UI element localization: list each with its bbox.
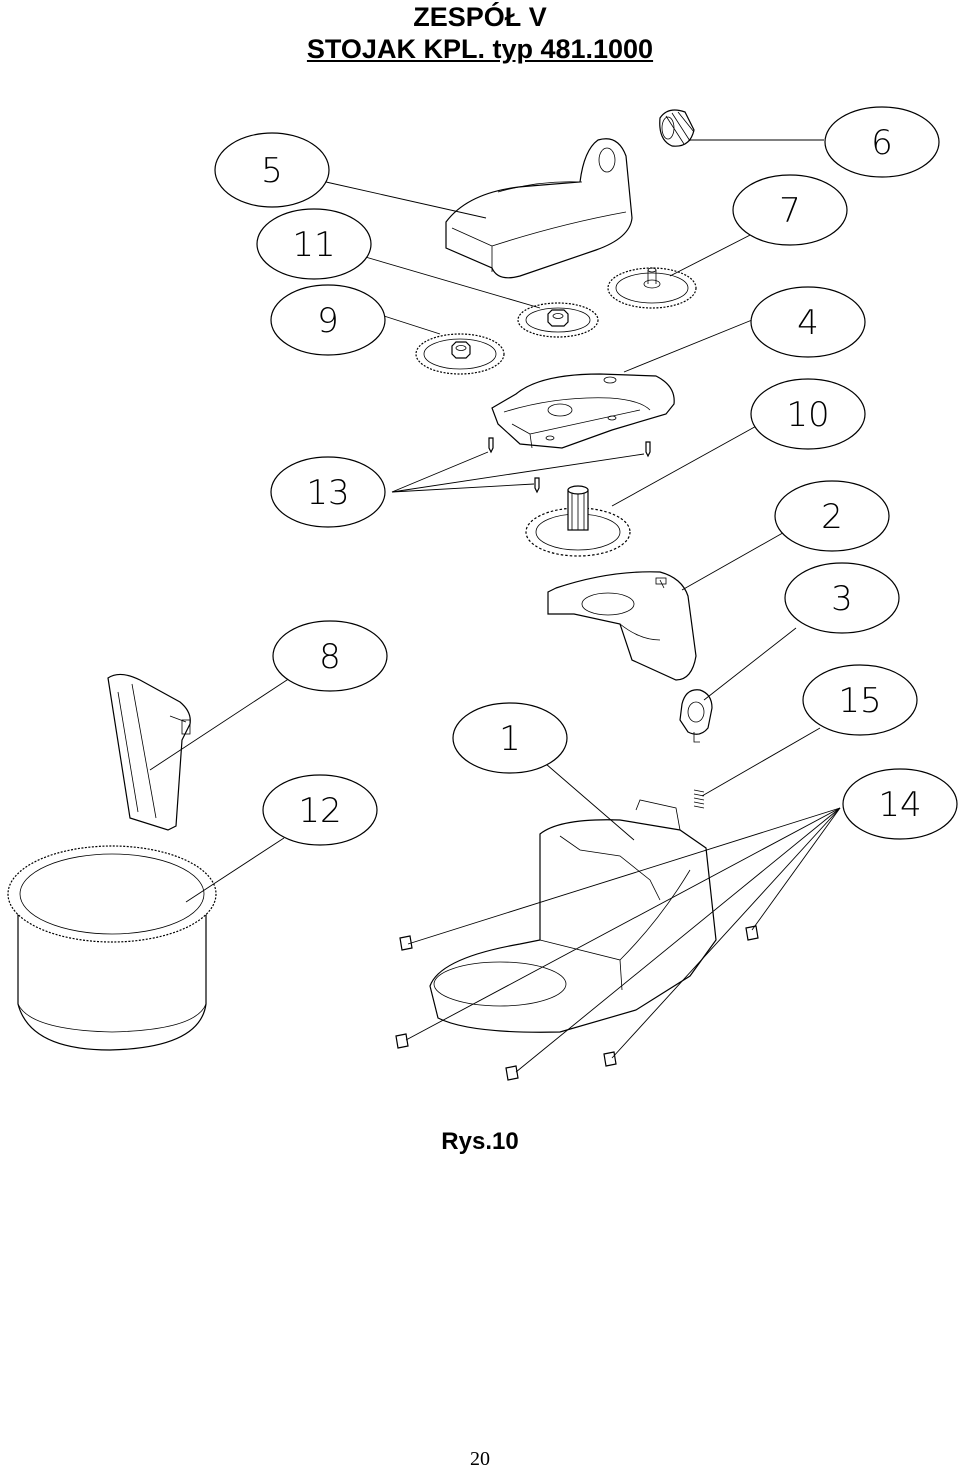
- callout-10: 10: [750, 378, 866, 450]
- callout-7: 7: [732, 174, 848, 246]
- callout-12-label: 12: [298, 791, 341, 831]
- part-5-head-housing: [445, 138, 633, 279]
- part-13-screws: [488, 437, 651, 494]
- callout-5: 5: [214, 132, 330, 208]
- callout-3: 3: [784, 562, 900, 634]
- callout-12: 12: [262, 774, 378, 846]
- leader-lines: [149, 139, 841, 1073]
- part-10-ring-gear: [525, 485, 631, 557]
- callout-1-label: 1: [499, 719, 521, 759]
- part-11-gear: [517, 302, 599, 338]
- callout-13-label: 13: [306, 473, 349, 513]
- callout-6: 6: [824, 106, 940, 178]
- callout-14: 14: [842, 768, 958, 840]
- callout-9: 9: [270, 284, 386, 356]
- part-3-latch: [679, 689, 713, 743]
- figure-caption: Rys.10: [441, 1128, 519, 1155]
- part-9-gear: [415, 333, 505, 375]
- callout-5-label: 5: [261, 151, 283, 191]
- diagram-subtitle: STOJAK KPL. typ 481.1000: [306, 34, 654, 64]
- part-15-spring: [693, 789, 705, 809]
- part-4-gear-housing: [491, 373, 675, 449]
- callout-15-label: 15: [838, 681, 881, 721]
- callout-10-label: 10: [786, 395, 829, 435]
- part-6-knob: [659, 109, 695, 147]
- callout-14-label: 14: [878, 785, 921, 825]
- page-number: 20: [470, 1448, 490, 1470]
- part-1-stand-base: [429, 799, 717, 1033]
- callout-2: 2: [774, 480, 890, 552]
- part-14-feet: [395, 925, 759, 1081]
- callout-4: 4: [750, 286, 866, 358]
- callout-6-label: 6: [871, 123, 893, 163]
- diagram-title: ZESPÓŁ V: [413, 2, 547, 32]
- part-2-stand-cover: [547, 571, 697, 681]
- callout-8: 8: [272, 620, 388, 692]
- callout-3-label: 3: [831, 579, 853, 619]
- callout-13: 13: [270, 456, 386, 528]
- callout-11-label: 11: [292, 225, 335, 265]
- part-12-bowl: [7, 845, 217, 1051]
- callout-8-label: 8: [319, 637, 341, 677]
- callout-4-label: 4: [797, 303, 819, 343]
- callout-2-label: 2: [821, 497, 843, 537]
- callout-11: 11: [256, 208, 372, 280]
- part-8-side-cover: [107, 673, 191, 831]
- callout-9-label: 9: [317, 301, 339, 341]
- callout-15: 15: [802, 664, 918, 736]
- callout-7-label: 7: [779, 191, 801, 231]
- part-7-gear: [607, 267, 697, 309]
- callout-1: 1: [452, 702, 568, 774]
